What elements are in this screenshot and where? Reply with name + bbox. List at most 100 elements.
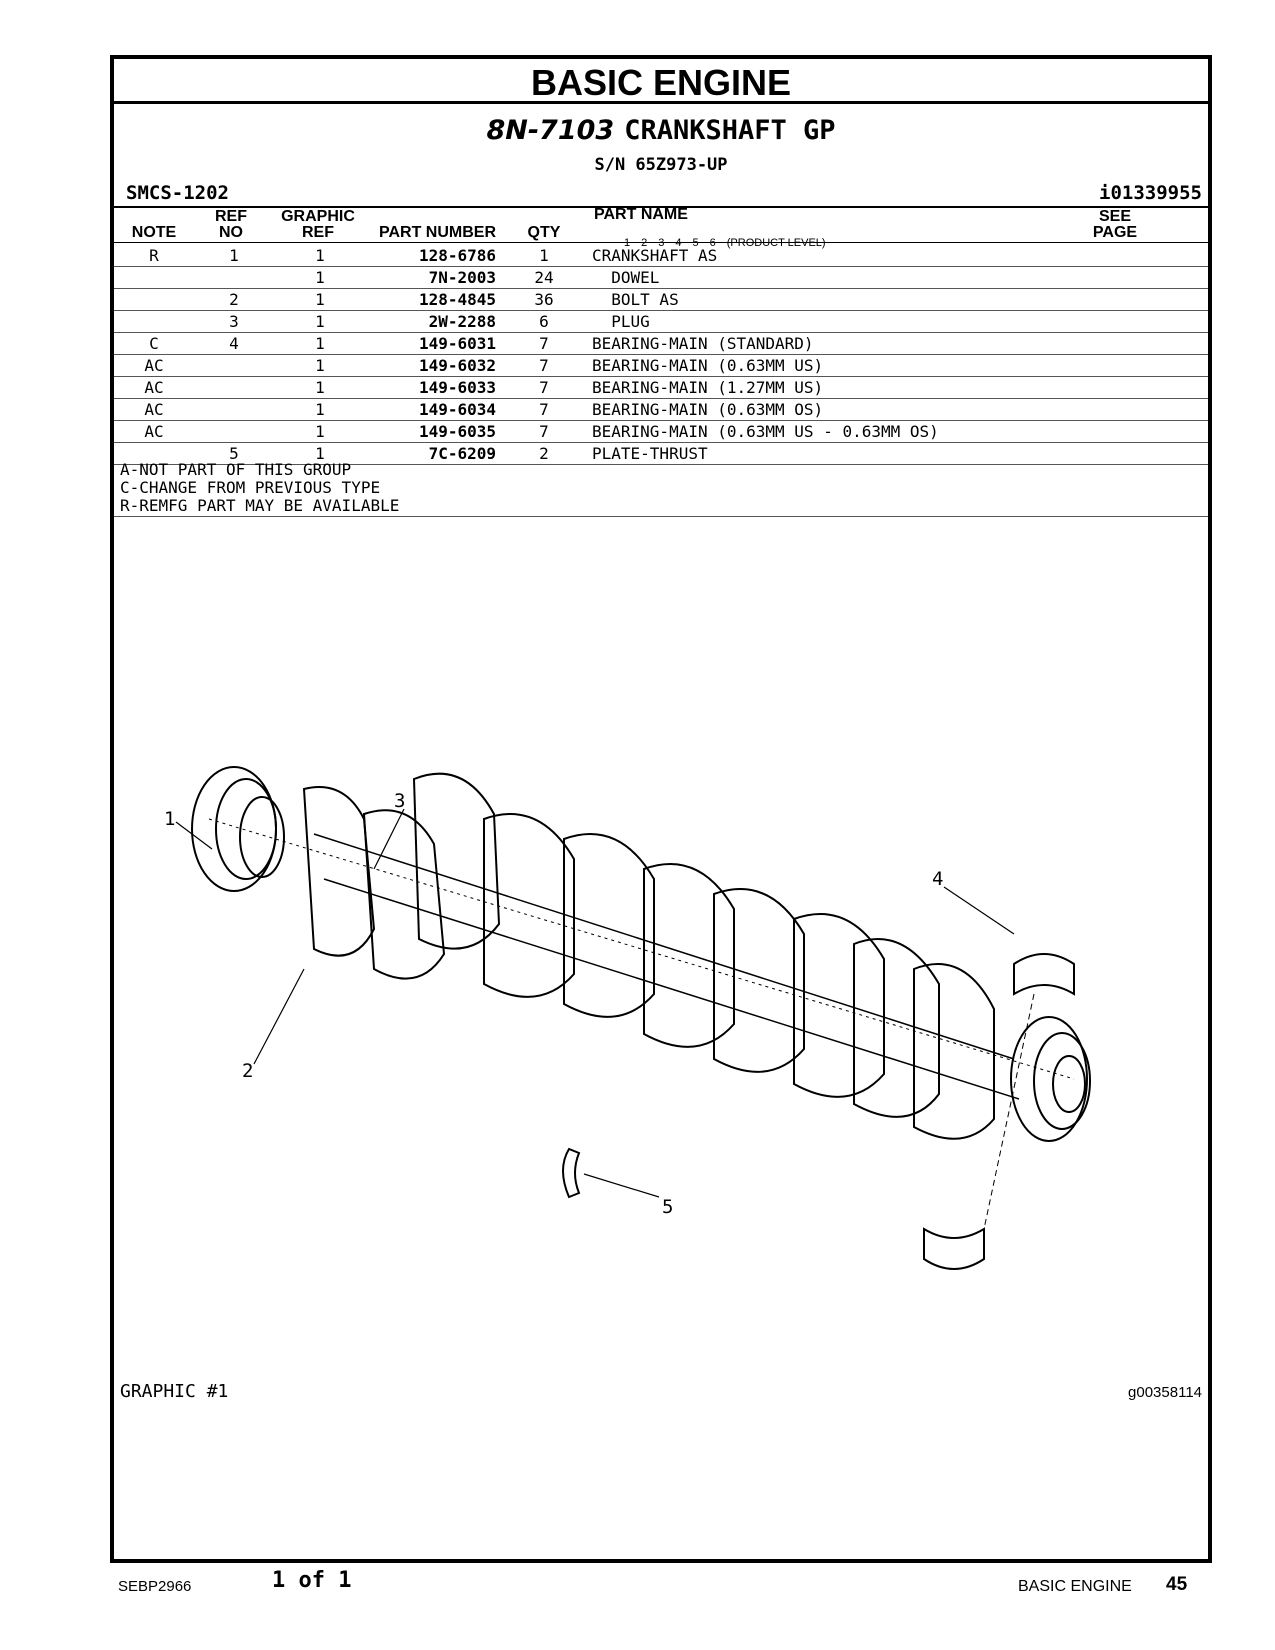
cell-note: AC — [114, 354, 194, 377]
cell-part-number: 2W-2288 — [366, 310, 496, 333]
serial-number: S/N 65Z973-UP — [594, 155, 728, 175]
section-title: BASIC ENGINE — [114, 59, 1208, 104]
cell-ref: 1 — [194, 245, 274, 267]
graphic-id: g00358114 — [1128, 1384, 1202, 1401]
cell-graphic-ref: 1 — [274, 310, 366, 333]
notes-rule — [114, 516, 1208, 517]
cell-ref — [194, 398, 274, 421]
level-3: 3 — [658, 237, 665, 249]
cell-graphic-ref: 1 — [274, 245, 366, 267]
cell-part-name: BOLT AS — [592, 288, 1208, 311]
cell-part-number: 128-6786 — [366, 245, 496, 267]
bearing-shell-upper — [1013, 953, 1075, 996]
cell-graphic-ref: 1 — [274, 420, 366, 443]
cell-qty: 7 — [496, 332, 592, 355]
col-graphic-ref-1: GRAPHIC — [281, 208, 355, 225]
graphic-label: GRAPHIC #1 — [120, 1381, 229, 1402]
cell-ref — [194, 376, 274, 399]
level-2: 2 — [641, 237, 648, 249]
note-r: R-REMFG PART MAY BE AVAILABLE — [120, 496, 400, 515]
cell-note: R — [114, 245, 194, 267]
col-qty: QTY — [527, 224, 561, 241]
cell-part-name: CRANKSHAFT AS — [592, 245, 1208, 267]
cell-note — [114, 266, 194, 289]
cell-qty: 7 — [496, 354, 592, 377]
cell-note: C — [114, 332, 194, 355]
cell-graphic-ref: 1 — [274, 376, 366, 399]
crankshaft-illustration: 1 3 4 2 5 — [164, 766, 1091, 1270]
cell-qty: 1 — [496, 245, 592, 267]
cell-part-number: 7N-2003 — [366, 266, 496, 289]
cell-graphic-ref: 1 — [274, 266, 366, 289]
cell-qty: 24 — [496, 266, 592, 289]
cell-qty: 7 — [496, 398, 592, 421]
group-name: CRANKSHAFT GP — [624, 115, 836, 146]
header-bottom-rule — [114, 242, 1208, 243]
cell-ref: 2 — [194, 288, 274, 311]
cell-qty: 6 — [496, 310, 592, 333]
cell-graphic-ref: 1 — [274, 332, 366, 355]
callout-1: 1 — [164, 808, 175, 830]
cell-note: AC — [114, 420, 194, 443]
group-part-number: 8N-7103 — [486, 115, 615, 146]
cell-ref — [194, 420, 274, 443]
cell-part-number: 149-6031 — [366, 332, 496, 355]
col-see-page-1: SEE — [1098, 208, 1131, 225]
crank-webs — [302, 772, 995, 1140]
callout-3: 3 — [394, 790, 405, 812]
cell-part-number: 7C-6209 — [366, 442, 496, 465]
cell-graphic-ref: 1 — [274, 288, 366, 311]
cell-part-name: BEARING-MAIN (0.63MM OS) — [592, 398, 1208, 421]
cell-part-number: 149-6034 — [366, 398, 496, 421]
group-title: 8N-7103 CRANKSHAFT GP — [114, 115, 1208, 146]
footer-doc-number: SEBP2966 — [118, 1578, 192, 1595]
level-6: 6 — [709, 237, 716, 249]
cell-note — [114, 442, 194, 465]
level-1: 1 — [624, 237, 631, 249]
cell-ref: 4 — [194, 332, 274, 355]
header-top-rule — [114, 206, 1208, 208]
col-part-name: PART NAME — [594, 206, 688, 223]
note-a: A-NOT PART OF THIS GROUP — [120, 460, 352, 479]
cell-part-name: BEARING-MAIN (0.63MM US) — [592, 354, 1208, 377]
footer-section: BASIC ENGINE — [1018, 1578, 1132, 1595]
cell-qty: 7 — [496, 376, 592, 399]
cell-note — [114, 310, 194, 333]
col-ref-no-1: REF — [215, 208, 247, 225]
notes-legend: A-NOT PART OF THIS GROUP C-CHANGE FROM P… — [120, 461, 399, 515]
cell-ref — [194, 354, 274, 377]
cell-part-name: PLUG — [592, 310, 1208, 333]
level-4: 4 — [675, 237, 682, 249]
cell-part-number: 149-6035 — [366, 420, 496, 443]
cell-ref — [194, 266, 274, 289]
cell-qty: 2 — [496, 442, 592, 465]
bearing-shell-lower — [923, 1227, 985, 1270]
cell-qty: 7 — [496, 420, 592, 443]
cell-part-name: BEARING-MAIN (1.27MM US) — [592, 376, 1208, 399]
cell-part-name: BEARING-MAIN (0.63MM US - 0.63MM OS) — [592, 420, 1208, 443]
illustration-id: i01339955 — [1099, 182, 1202, 204]
cell-graphic-ref: 1 — [274, 442, 366, 465]
cell-ref: 5 — [194, 442, 274, 465]
col-part-number: PART NUMBER — [378, 224, 496, 241]
cell-part-number: 128-4845 — [366, 288, 496, 311]
footer-page-number: 45 — [1166, 1574, 1188, 1595]
page-frame: BASIC ENGINE 8N-7103 CRANKSHAFT GP S/N 65… — [110, 55, 1212, 1563]
footer-page-of: 1 of 1 — [272, 1568, 352, 1593]
cell-ref: 3 — [194, 310, 274, 333]
cell-part-number: 149-6032 — [366, 354, 496, 377]
col-see-page-2: PAGE — [1092, 224, 1138, 241]
col-graphic-ref-2: REF — [302, 224, 334, 241]
cell-note — [114, 288, 194, 311]
cell-note: AC — [114, 376, 194, 399]
smcs-code: SMCS-1202 — [126, 182, 229, 204]
